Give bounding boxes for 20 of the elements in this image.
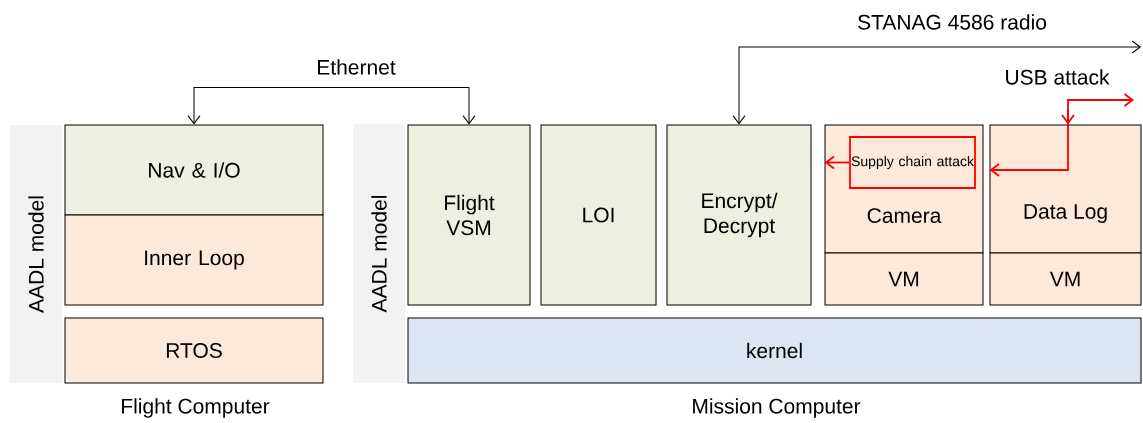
vertical-band: AADL model — [353, 124, 405, 383]
attack-box: Supply chain attack — [849, 136, 976, 189]
arrow — [989, 93, 1135, 177]
process-box: Inner Loop — [64, 214, 324, 306]
edge-label: STANAG 4586 radio — [856, 13, 1048, 31]
arrow — [187, 87, 476, 125]
process-box: LOI — [540, 124, 657, 306]
arrow — [824, 155, 850, 170]
group-label: Flight Computer — [122, 398, 270, 418]
edge-label: USB attack — [1003, 68, 1111, 86]
process-box: VM — [824, 252, 984, 306]
kernel-bar: kernel — [407, 317, 1142, 384]
process-box: Flight VSM — [407, 124, 531, 306]
process-box: VM — [989, 252, 1142, 306]
process-box: RTOS — [64, 317, 324, 384]
vertical-band: AADL model — [10, 125, 62, 383]
process-box: Nav & I/O — [64, 124, 324, 216]
arrow — [732, 40, 1141, 125]
process-box: Encrypt/ Decrypt — [666, 124, 812, 306]
edge-label: Ethernet — [315, 58, 397, 76]
